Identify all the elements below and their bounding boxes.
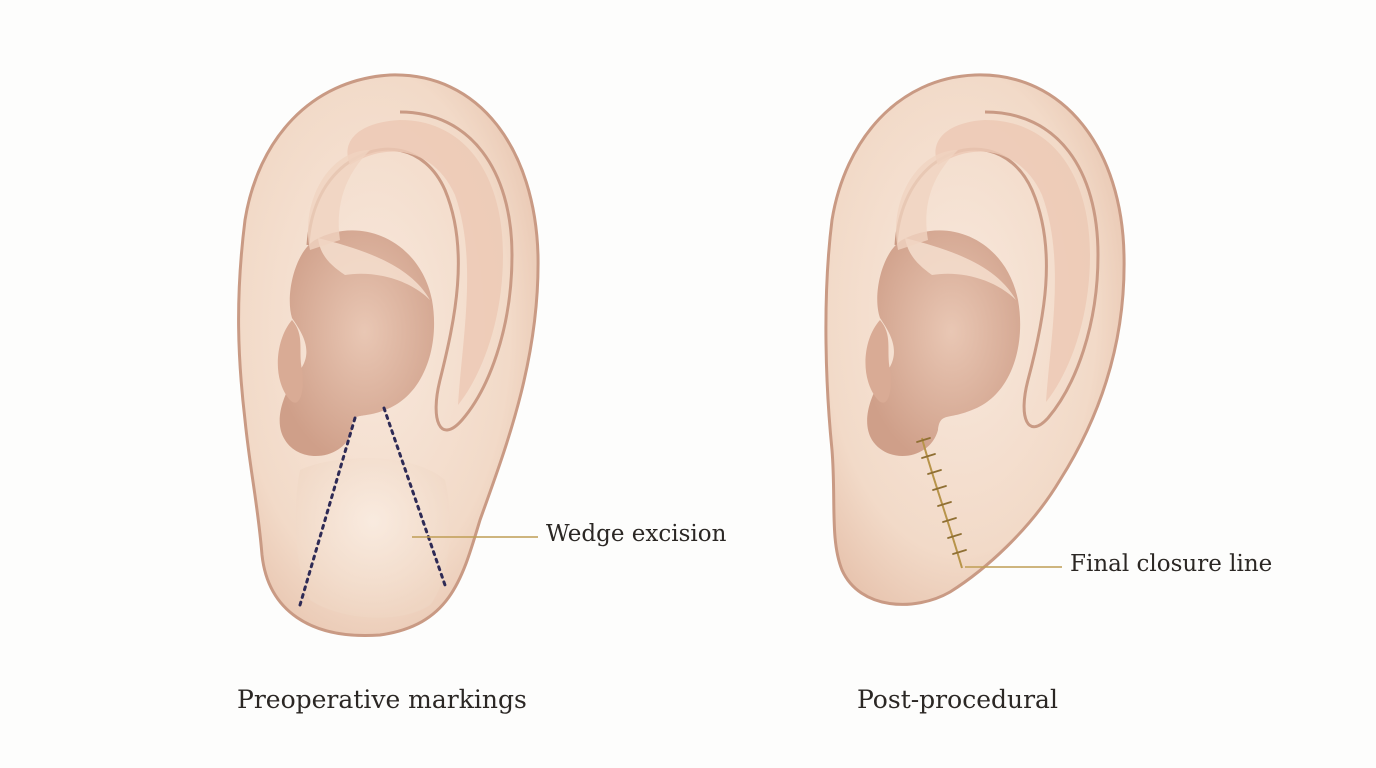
suture-stitch [932, 485, 947, 491]
suture-stitch [947, 533, 962, 539]
tragus [865, 320, 891, 403]
suture-stitch [927, 469, 942, 475]
suture-stitches [916, 437, 967, 555]
antihelix [318, 238, 430, 300]
suture-stitch [937, 501, 952, 507]
preoperative-ear [237, 73, 540, 638]
tragus [277, 320, 303, 403]
suture-stitch [916, 437, 931, 443]
antihelix-crus [896, 150, 958, 250]
scapha [347, 120, 503, 405]
wedge-marking-right [382, 406, 448, 590]
preoperative-caption: Preoperative markings [237, 685, 527, 714]
postprocedural-ear [824, 73, 1126, 606]
suture-stitch [952, 549, 967, 555]
antihelix [905, 238, 1016, 300]
wedge-excision-label: Wedge excision [546, 521, 727, 547]
final-closure-line-label: Final closure line [1070, 551, 1273, 577]
antihelix-crus [308, 150, 370, 250]
concha [867, 230, 1021, 457]
wedge-marking-left [298, 416, 357, 607]
scapha [935, 120, 1090, 402]
closure-line [921, 437, 963, 569]
suture-stitch [921, 453, 936, 459]
lobule [295, 458, 450, 618]
suture-stitch [942, 517, 957, 523]
concha [279, 230, 435, 457]
postprocedural-caption: Post-procedural [857, 685, 1058, 714]
